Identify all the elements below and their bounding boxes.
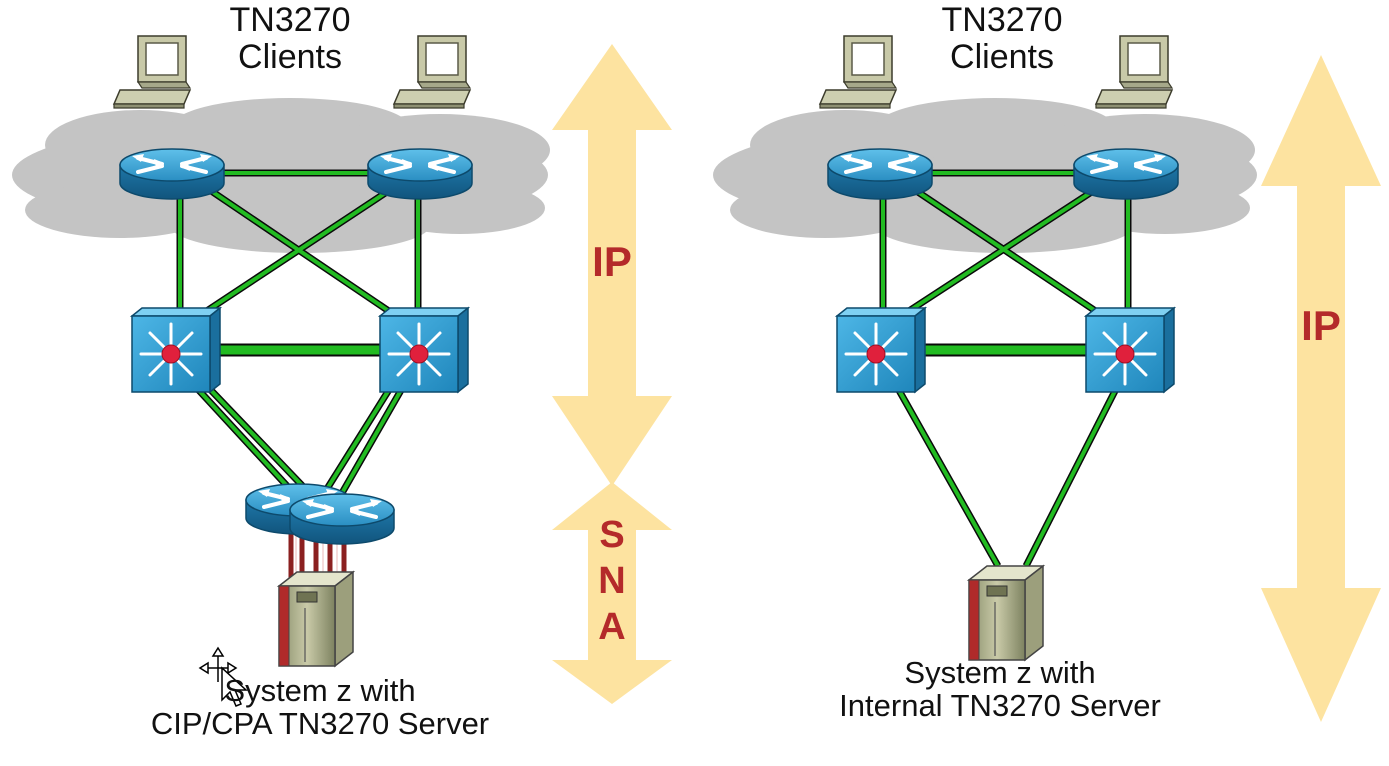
sna-letter-s: S: [599, 514, 625, 556]
clients-title-line2: Clients: [950, 37, 1054, 76]
workstation-icon: [113, 35, 191, 109]
host-caption-line1: System z with: [904, 655, 1096, 690]
cip-router-icon: [288, 492, 396, 546]
host-caption-line1: System z with: [224, 673, 416, 708]
sna-letter-a: A: [598, 606, 626, 648]
clients-title: TN3270 Clients: [190, 2, 390, 75]
multilayer-switch-icon: [835, 306, 927, 394]
clients-title-line2: Clients: [238, 37, 342, 76]
host-caption: System z with CIP/CPA TN3270 Server: [70, 674, 570, 741]
sna-letter-n: N: [598, 560, 626, 602]
router-icon: [118, 147, 226, 201]
host-caption-line2: CIP/CPA TN3270 Server: [150, 706, 490, 742]
ip-label: IP: [592, 238, 632, 285]
clients-title: TN3270 Clients: [902, 2, 1102, 75]
host-caption: System z with Internal TN3270 Server: [760, 656, 1240, 723]
mainframe-icon: [968, 565, 1044, 661]
sna-label: S N A: [592, 512, 632, 650]
workstation-icon: [393, 35, 471, 109]
multilayer-switch-icon: [378, 306, 470, 394]
clients-title-line1: TN3270: [229, 1, 351, 39]
move-cursor-icon: [198, 646, 238, 682]
router-icon: [826, 147, 934, 201]
mainframe-icon: [278, 571, 354, 667]
clients-title-line1: TN3270: [941, 1, 1063, 39]
right-panel: [713, 35, 1381, 722]
host-caption-line2: Internal TN3270 Server: [839, 688, 1161, 724]
router-icon: [366, 147, 474, 201]
multilayer-switch-icon: [1084, 306, 1176, 394]
workstation-icon: [1095, 35, 1173, 109]
ip-range-arrow: [552, 44, 672, 486]
left-panel: [12, 35, 672, 707]
router-icon: [1072, 147, 1180, 201]
multilayer-switch-icon: [130, 306, 222, 394]
ip-range-arrow: [1261, 55, 1381, 722]
arrow-pointer-icon: [221, 666, 248, 707]
sna-range-arrow: [552, 482, 672, 704]
ip-label: IP: [1301, 302, 1341, 349]
workstation-icon: [819, 35, 897, 109]
